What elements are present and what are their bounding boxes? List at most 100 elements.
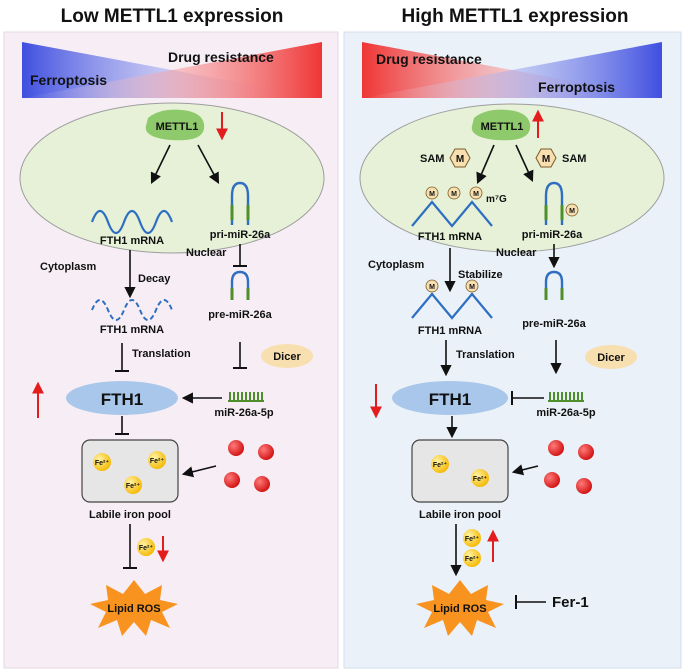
right-methyl-badge-left: M: [449, 148, 471, 168]
right-ferroptosis-wedge: [362, 42, 662, 98]
right-fth1-mrna-cyto-label: FTH1 mRNA: [418, 325, 482, 337]
left-fe3-ion: [258, 444, 274, 460]
left-lipid-ros-burst: [90, 580, 178, 636]
left-mettl1-to-primir-arrow: [197, 144, 220, 184]
left-pri-mir-hairpin: [230, 181, 250, 225]
right-released-fe2-ion: Fe²⁺: [463, 549, 481, 567]
right-mettl1-to-primir-arrow: [515, 144, 534, 183]
right-fe3-to-pool-arrow: [511, 464, 539, 476]
right-mettl1-to-fth1-arrow: [476, 144, 495, 185]
right-methyl-badge-right: M: [535, 148, 557, 168]
right-mir-5p-label: miR-26a-5p: [536, 407, 596, 419]
left-pool-fe2-ion: Fe²⁺: [148, 451, 166, 469]
left-mettl1-protein: [145, 109, 205, 141]
svg-text:M: M: [569, 208, 575, 215]
left-fth1-mrna-wave: [90, 209, 174, 235]
left-drug-resistance-wedge: [22, 42, 322, 98]
right-lipid-ros-label: Lipid ROS: [433, 603, 486, 615]
right-fth1-mrna-cyto-wave: [411, 292, 493, 320]
svg-text:Fe²⁺: Fe²⁺: [465, 555, 480, 563]
right-fe3-ion: [578, 444, 594, 460]
left-fth1-mrna-dashed-wave: [91, 299, 173, 321]
svg-text:M: M: [429, 284, 435, 291]
right-sam-left-label: SAM: [420, 153, 444, 165]
svg-text:Fe²⁺: Fe²⁺: [139, 544, 154, 552]
left-mettl1-label: METTL1: [156, 121, 199, 133]
right-fe3-ion: [576, 478, 592, 494]
right-mettl1-label: METTL1: [481, 121, 524, 133]
right-fth1-protein: [392, 381, 508, 415]
left-mir-5p-label: miR-26a-5p: [214, 407, 274, 419]
svg-text:M: M: [469, 284, 475, 291]
left-fth1-label: FTH1: [101, 390, 144, 409]
right-nuclear-label: Nuclear: [496, 247, 537, 259]
left-labile-iron-pool-label: Labile iron pool: [89, 509, 171, 521]
right-fth1-m7g-badge: M: [425, 186, 439, 200]
svg-text:M: M: [429, 191, 435, 198]
right-sam-right-label: SAM: [562, 153, 586, 165]
right-labile-iron-pool: [411, 439, 509, 503]
left-ferroptosis-label: Ferroptosis: [30, 72, 107, 88]
right-m7g-label: m⁷G: [486, 194, 507, 205]
left-nuclear-label: Nuclear: [186, 247, 227, 259]
right-primir-m7g-badge: M: [565, 203, 579, 217]
right-pri-mir-hairpin: [544, 181, 564, 225]
right-mettl1-protein: [471, 109, 531, 141]
left-pre-mir-hairpin: [230, 270, 250, 300]
left-mettl1-to-fth1-arrow: [150, 144, 171, 185]
left-pool-fe2-ion: Fe²⁺: [93, 453, 111, 471]
right-cytoplasm-label: Cytoplasm: [368, 259, 424, 271]
right-fth1-label: FTH1: [429, 390, 472, 409]
left-fth1-mrna-nuclear-label: FTH1 mRNA: [100, 235, 164, 247]
svg-text:Fe²⁺: Fe²⁺: [433, 461, 448, 469]
right-fth1-m7g-badge: M: [469, 186, 483, 200]
svg-text:M: M: [456, 154, 464, 165]
right-pre-mir-hairpin: [544, 270, 564, 300]
right-fe3-ion: [548, 440, 564, 456]
left-lipid-ros-label: Lipid ROS: [107, 603, 160, 615]
right-lipid-ros-burst: [416, 580, 504, 636]
svg-text:M: M: [451, 191, 457, 198]
right-cyto-m7g-badge: M: [465, 279, 479, 293]
left-panel-title: Low METTL1 expression: [61, 6, 284, 27]
right-fth1-mrna-nuclear-label: FTH1 mRNA: [418, 231, 482, 243]
right-cyto-m7g-badge: M: [425, 279, 439, 293]
left-dicer: [261, 344, 313, 368]
left-translation-label: Translation: [132, 348, 191, 360]
right-pri-mir-label: pri-miR-26a: [522, 229, 583, 241]
svg-text:Fe²⁺: Fe²⁺: [150, 457, 165, 465]
left-mir-5p-comb: [228, 392, 264, 402]
right-dicer: [585, 345, 637, 369]
left-released-fe2-ion: Fe²⁺: [137, 538, 155, 556]
left-fe3-to-pool-arrow: [181, 465, 217, 478]
right-labile-iron-pool-label: Labile iron pool: [419, 509, 501, 521]
right-panel-title: High METTL1 expression: [402, 6, 629, 27]
left-pool-fe2-ion: Fe²⁺: [124, 476, 142, 494]
right-ferroptosis-label: Ferroptosis: [538, 79, 615, 95]
right-pool-fe2-ion: Fe²⁺: [471, 469, 489, 487]
right-fe3-ion: [544, 472, 560, 488]
svg-text:Fe²⁺: Fe²⁺: [126, 482, 141, 490]
right-pool-fe2-ion: Fe²⁺: [431, 455, 449, 473]
svg-text:M: M: [542, 154, 550, 165]
right-fth1-m7g-badge: M: [447, 186, 461, 200]
left-cytoplasm-label: Cytoplasm: [40, 261, 96, 273]
svg-text:Fe²⁺: Fe²⁺: [473, 475, 488, 483]
svg-text:Fe²⁺: Fe²⁺: [465, 535, 480, 543]
left-decay-label: Decay: [138, 273, 171, 285]
right-stabilize-label: Stabilize: [458, 269, 503, 281]
right-fer1-label: Fer-1: [552, 594, 589, 611]
right-mir-5p-comb: [548, 392, 584, 402]
left-fe3-ion: [228, 440, 244, 456]
svg-text:M: M: [473, 191, 479, 198]
left-fe3-ion: [254, 476, 270, 492]
left-pri-mir-label: pri-miR-26a: [210, 229, 271, 241]
right-nucleus: [359, 103, 665, 253]
left-fth1-protein: [66, 381, 178, 415]
right-drug-resistance-label: Drug resistance: [376, 51, 482, 67]
svg-text:Fe²⁺: Fe²⁺: [95, 459, 110, 467]
left-pre-mir-label: pre-miR-26a: [208, 309, 272, 321]
left-fth1-mrna-cyto-label: FTH1 mRNA: [100, 324, 164, 336]
right-released-fe2-ion: Fe²⁺: [463, 529, 481, 547]
